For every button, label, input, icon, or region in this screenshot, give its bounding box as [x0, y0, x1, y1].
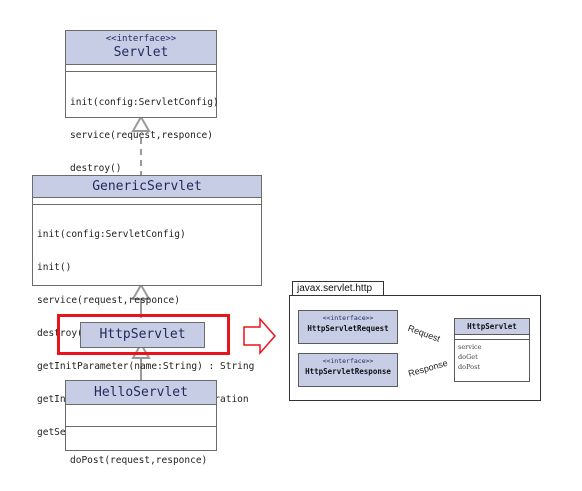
servlet-methods: init(config:ServletConfig) service(reque…	[66, 72, 219, 199]
hello-servlet-methods: doPost(request,responce)	[66, 427, 216, 491]
hello-servlet-name: HelloServlet	[94, 385, 188, 400]
generic-servlet-attributes	[33, 198, 261, 205]
highlight-frame	[57, 314, 230, 355]
method-item: init(config:ServletConfig)	[37, 229, 186, 240]
servlet-interface-box: <<interface>> Servlet init(config:Servle…	[65, 30, 219, 174]
method-item: doGet	[458, 353, 478, 361]
hello-servlet-header: HelloServlet	[66, 381, 216, 405]
response-stereotype: <<interface>>	[322, 357, 374, 365]
http-servlet-response-header: <<interface>> HttpServletResponse	[299, 354, 397, 386]
http-servlet-response-box: <<interface>> HttpServletResponse	[298, 353, 398, 387]
hello-servlet-box: HelloServlet doPost(request,responce)	[65, 380, 217, 466]
http-servlet-small-box: HttpServlet service doGet doPost	[454, 318, 530, 382]
generic-servlet-box: GenericServlet init(config:ServletConfig…	[32, 175, 262, 438]
red-arrow-icon	[243, 317, 277, 355]
http-servlet-box: HttpServlet	[80, 322, 205, 348]
method-item: service(request,responce)	[37, 295, 180, 306]
request-name: HttpServletRequest	[307, 324, 389, 333]
http-servlet-small-name: HttpServlet	[467, 322, 517, 331]
http-servlet-small-header: HttpServlet	[455, 319, 529, 335]
generic-servlet-header: GenericServlet	[33, 176, 261, 198]
http-servlet-small-methods: service doGet doPost	[455, 340, 529, 374]
request-stereotype: <<interface>>	[322, 314, 374, 322]
http-servlet-small-divider	[455, 335, 529, 340]
http-servlet-request-box: <<interface>> HttpServletRequest	[298, 310, 398, 344]
method-item: service	[458, 343, 482, 351]
generalization-arrowhead-1	[131, 282, 151, 300]
servlet-attributes	[66, 65, 216, 72]
response-name: HttpServletResponse	[305, 367, 391, 376]
servlet-name: Servlet	[113, 45, 169, 60]
http-servlet-header: HttpServlet	[81, 323, 204, 347]
generic-servlet-name: GenericServlet	[92, 179, 202, 194]
method-item: destroy()	[37, 328, 89, 339]
method-item: destroy()	[70, 163, 122, 174]
method-item: service(request,responce)	[70, 130, 213, 141]
method-item: doPost	[458, 363, 481, 371]
servlet-stereotype: <<interface>>	[105, 34, 177, 44]
method-item: init()	[37, 262, 72, 273]
package-name: javax.servlet.http	[297, 283, 373, 294]
http-servlet-name: HttpServlet	[99, 327, 186, 342]
method-item: init(config:ServletConfig)	[70, 97, 219, 108]
package-tab: javax.servlet.http	[292, 281, 384, 296]
http-servlet-request-header: <<interface>> HttpServletRequest	[299, 311, 397, 343]
hello-servlet-attributes	[66, 405, 216, 427]
method-item: doPost(request,responce)	[70, 455, 208, 466]
realization-arrowhead	[131, 114, 151, 132]
method-item: getInitParameter(name:String) : String	[37, 361, 255, 372]
servlet-header: <<interface>> Servlet	[66, 31, 216, 65]
